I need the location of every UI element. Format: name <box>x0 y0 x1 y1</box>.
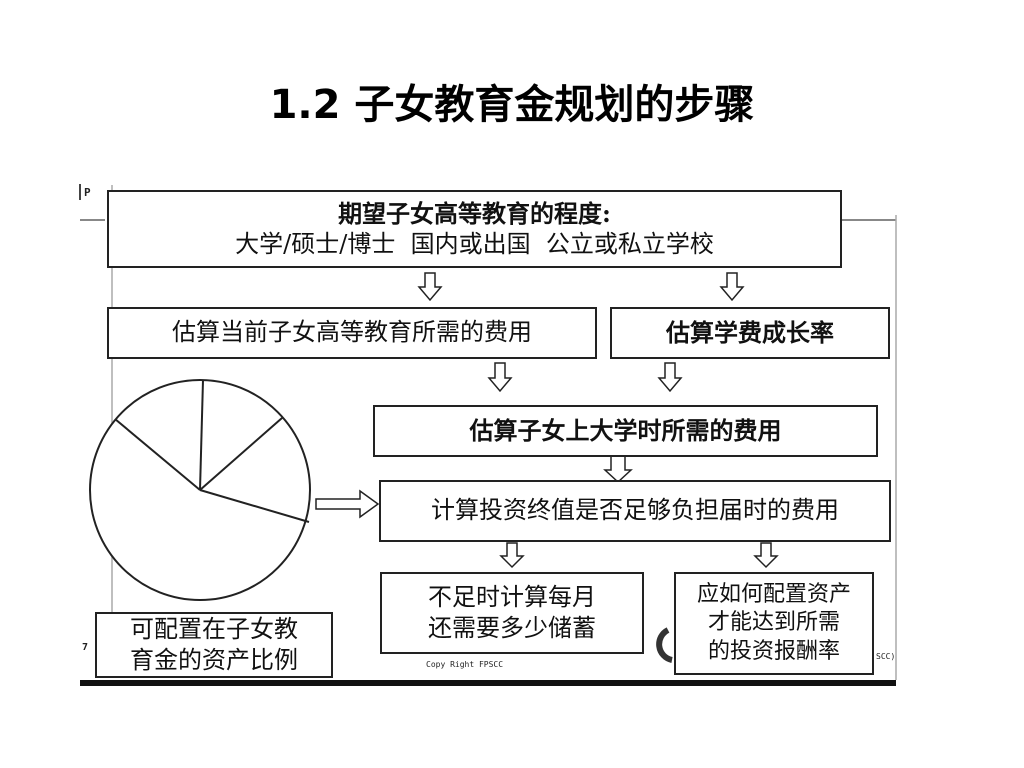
pie-chart <box>89 379 311 601</box>
asset-allocation-box: 应如何配置资产 才能达到所需 的投资报酬率 <box>674 572 874 675</box>
expected-degree-title: 期望子女高等教育的程度: <box>338 198 611 228</box>
allocatable-ratio-line2: 育金的资产比例 <box>130 646 298 674</box>
slide-title: 1.2 子女教育金规划的步骤 <box>269 82 755 128</box>
calc-investment-value-label: 计算投资终值是否足够负担届时的费用 <box>431 496 839 525</box>
down-arrow-7 <box>753 542 779 569</box>
expected-degree-options: 大学/硕士/博士 国内或出国 公立或私立学校 <box>235 230 714 258</box>
monthly-savings-line1: 不足时计算每月 <box>428 582 596 611</box>
estimate-future-cost-box: 估算子女上大学时所需的费用 <box>373 405 878 457</box>
estimate-tuition-growth-box: 估算学费成长率 <box>610 307 890 359</box>
down-arrow-1 <box>417 272 443 302</box>
logo-fragment <box>656 627 673 663</box>
down-arrow-4 <box>657 362 683 393</box>
copyright-text: Copy Right FPSCC <box>426 660 504 669</box>
right-page-mark: SCC) <box>876 652 896 661</box>
left-page-mark: 7 <box>82 642 89 653</box>
top-left-mark: P <box>84 186 91 199</box>
monthly-savings-box: 不足时计算每月 还需要多少储蓄 <box>380 572 644 654</box>
estimate-current-cost-box: 估算当前子女高等教育所需的费用 <box>107 307 597 359</box>
pie-slice-edge <box>199 489 310 523</box>
allocatable-ratio-line1: 可配置在子女教 <box>130 614 298 643</box>
right-arrow <box>315 489 380 519</box>
estimate-current-cost-label: 估算当前子女高等教育所需的费用 <box>172 318 532 347</box>
down-arrow-2 <box>719 272 745 302</box>
monthly-savings-line2: 还需要多少储蓄 <box>428 614 596 642</box>
expected-degree-box: 期望子女高等教育的程度: 大学/硕士/博士 国内或出国 公立或私立学校 <box>107 190 842 268</box>
asset-allocation-line2: 才能达到所需 <box>707 610 840 636</box>
estimate-future-cost-label: 估算子女上大学时所需的费用 <box>469 416 782 446</box>
estimate-tuition-growth-label: 估算学费成长率 <box>666 318 834 348</box>
down-arrow-6 <box>499 542 525 569</box>
pie-slice-edge <box>199 417 283 491</box>
bottom-rule <box>80 680 896 686</box>
down-arrow-5 <box>603 455 633 484</box>
pie-slice-edge <box>114 418 201 491</box>
allocatable-ratio-box: 可配置在子女教 育金的资产比例 <box>95 612 333 678</box>
calc-investment-value-box: 计算投资终值是否足够负担届时的费用 <box>379 480 891 542</box>
asset-allocation-line3: 的投资报酬率 <box>707 638 840 664</box>
down-arrow-3 <box>487 362 513 393</box>
pie-slice-edge <box>199 379 204 491</box>
asset-allocation-line1: 应如何配置资产 <box>696 581 851 607</box>
